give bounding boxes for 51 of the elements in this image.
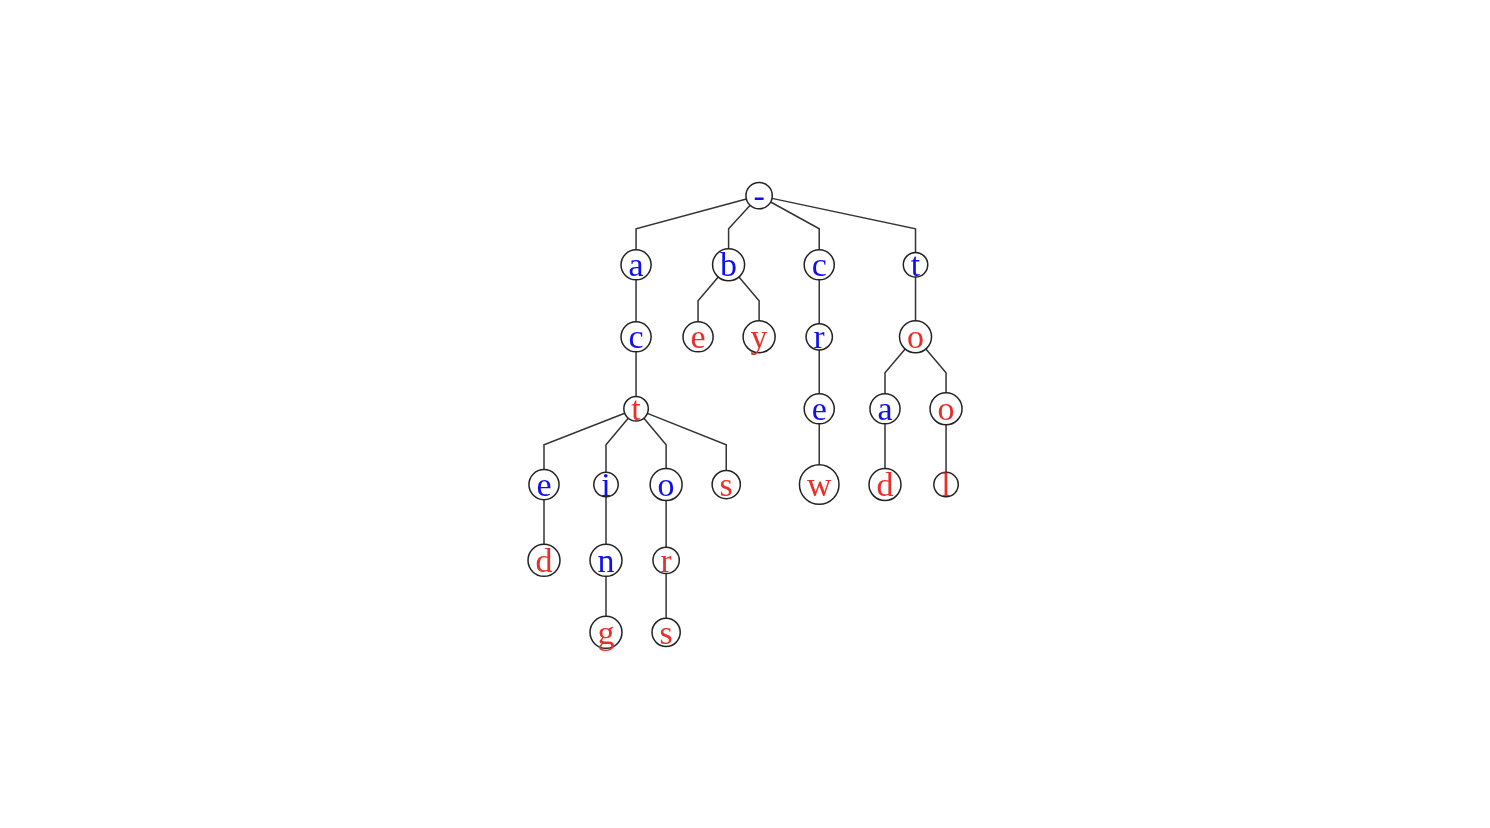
node-circle: i: [593, 471, 619, 498]
node-circle: w: [798, 464, 840, 506]
node-circle: e: [682, 321, 714, 353]
connector: [665, 499, 667, 548]
connector: [605, 417, 629, 474]
connector: [543, 498, 545, 546]
connector: [771, 197, 917, 254]
node-circle: s: [651, 617, 681, 648]
connector: [884, 348, 906, 395]
connector: [738, 276, 760, 322]
node-circle: t: [902, 251, 929, 278]
connector: [605, 575, 607, 618]
node-circle: c: [620, 321, 652, 353]
node-circle: e: [803, 393, 835, 425]
connector: [697, 276, 719, 323]
node-circle: s: [711, 469, 742, 500]
node-circle: -: [745, 181, 773, 210]
connector: [665, 572, 667, 619]
node-circle: y: [742, 320, 776, 354]
node-circle: g: [589, 615, 623, 650]
connector: [605, 496, 607, 546]
node-circle: b: [711, 248, 746, 282]
node-circle: o: [898, 320, 933, 354]
connector: [635, 198, 748, 251]
connector: [635, 351, 637, 398]
node-circle: d: [868, 467, 902, 502]
connector: [818, 349, 820, 395]
connector: [643, 417, 667, 470]
connector: [925, 348, 947, 394]
connector: [914, 276, 917, 322]
node-circle: a: [869, 393, 901, 425]
node-circle: e: [528, 468, 560, 501]
node-circle: o: [649, 467, 683, 502]
connector: [727, 204, 751, 250]
node-circle: t: [623, 395, 649, 422]
node-circle: d: [527, 543, 561, 578]
node-circle: r: [805, 322, 834, 351]
node-circle: c: [803, 249, 835, 281]
connector: [635, 279, 637, 323]
node-circle: r: [652, 546, 680, 575]
connector: [884, 423, 886, 470]
connector: [543, 412, 626, 471]
connector: [818, 423, 820, 466]
connector: [769, 201, 820, 251]
connector: [646, 412, 727, 472]
node-circle: l: [933, 471, 959, 498]
node-circle: a: [620, 249, 652, 281]
node-circle: n: [589, 543, 623, 578]
node-circle: o: [929, 392, 963, 426]
connector: [945, 424, 947, 474]
connector: [818, 279, 820, 325]
